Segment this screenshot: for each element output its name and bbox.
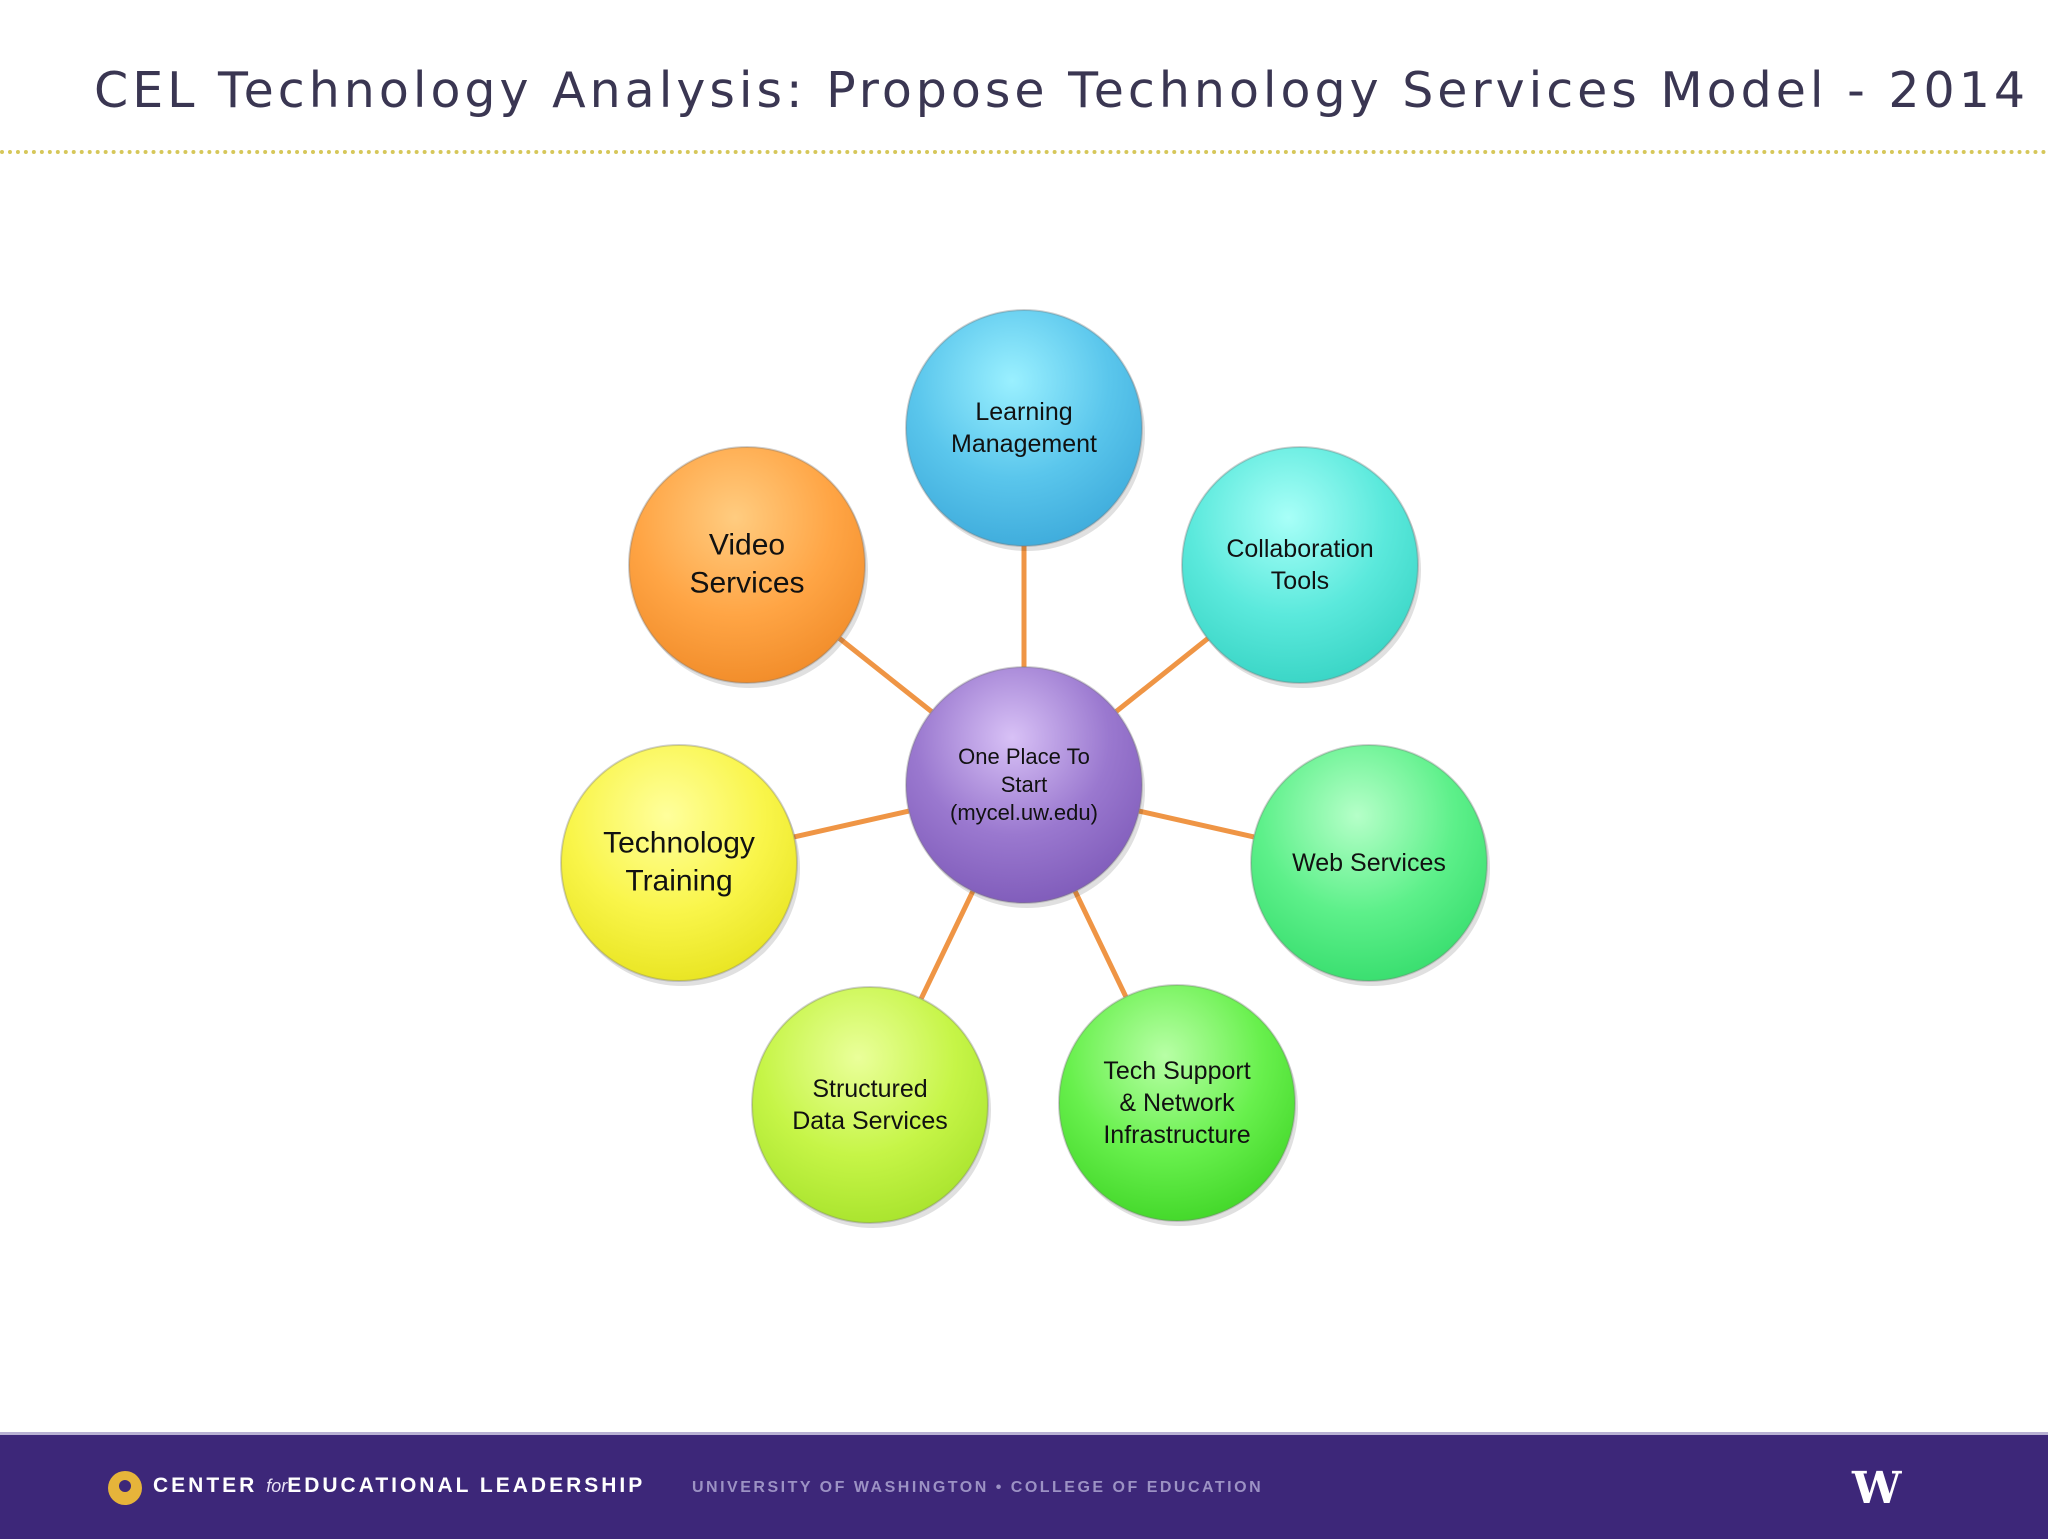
connector-line [1114,636,1210,714]
cel-logo-icon [108,1471,142,1505]
connector-line [1138,808,1255,840]
center-node-label: One Place To Start (mycel.uw.edu) [950,743,1098,826]
slide-title: CEL Technology Analysis: Propose Technol… [94,62,2030,119]
node-structured-data-circle [751,986,989,1224]
footer-affiliation: UNIVERSITY OF WASHINGTON • COLLEGE OF ED… [692,1479,1264,1496]
node-structured-data-label: Structured Data Services [792,1075,948,1135]
node-tech-support-label: Tech Support & Network Infrastructure [1103,1057,1251,1149]
node-collaboration-tools-label: Collaboration Tools [1226,535,1374,595]
footer-brand: CENTER forEDUCATIONAL LEADERSHIP [153,1474,645,1498]
brand-left: CENTER [153,1474,267,1497]
connector-line [793,808,910,840]
connector-line [837,636,934,714]
node-learning-management-circle [905,309,1143,547]
brand-for: for [266,1476,288,1496]
node-collaboration-tools-circle [1181,446,1419,684]
node-technology-training-label: Technology Training [603,826,755,898]
node-technology-training-circle [560,744,798,982]
center-node-circle [905,666,1143,904]
node-video-services-label: Video Services [689,528,805,600]
title-divider [0,150,2048,154]
connector-line [918,890,976,1000]
node-video-services-circle [628,446,866,684]
uw-logo-icon: W [1852,1463,1902,1514]
brand-right: EDUCATIONAL LEADERSHIP [287,1474,646,1497]
connector-line [1072,890,1129,998]
footer-bar: CENTER forEDUCATIONAL LEADERSHIP UNIVERS… [0,1432,2048,1539]
node-learning-management-label: Learning Management [951,398,1097,458]
node-web-services-label: Web Services [1292,849,1446,877]
node-tech-support-circle [1058,984,1296,1222]
node-web-services-circle [1250,744,1488,982]
